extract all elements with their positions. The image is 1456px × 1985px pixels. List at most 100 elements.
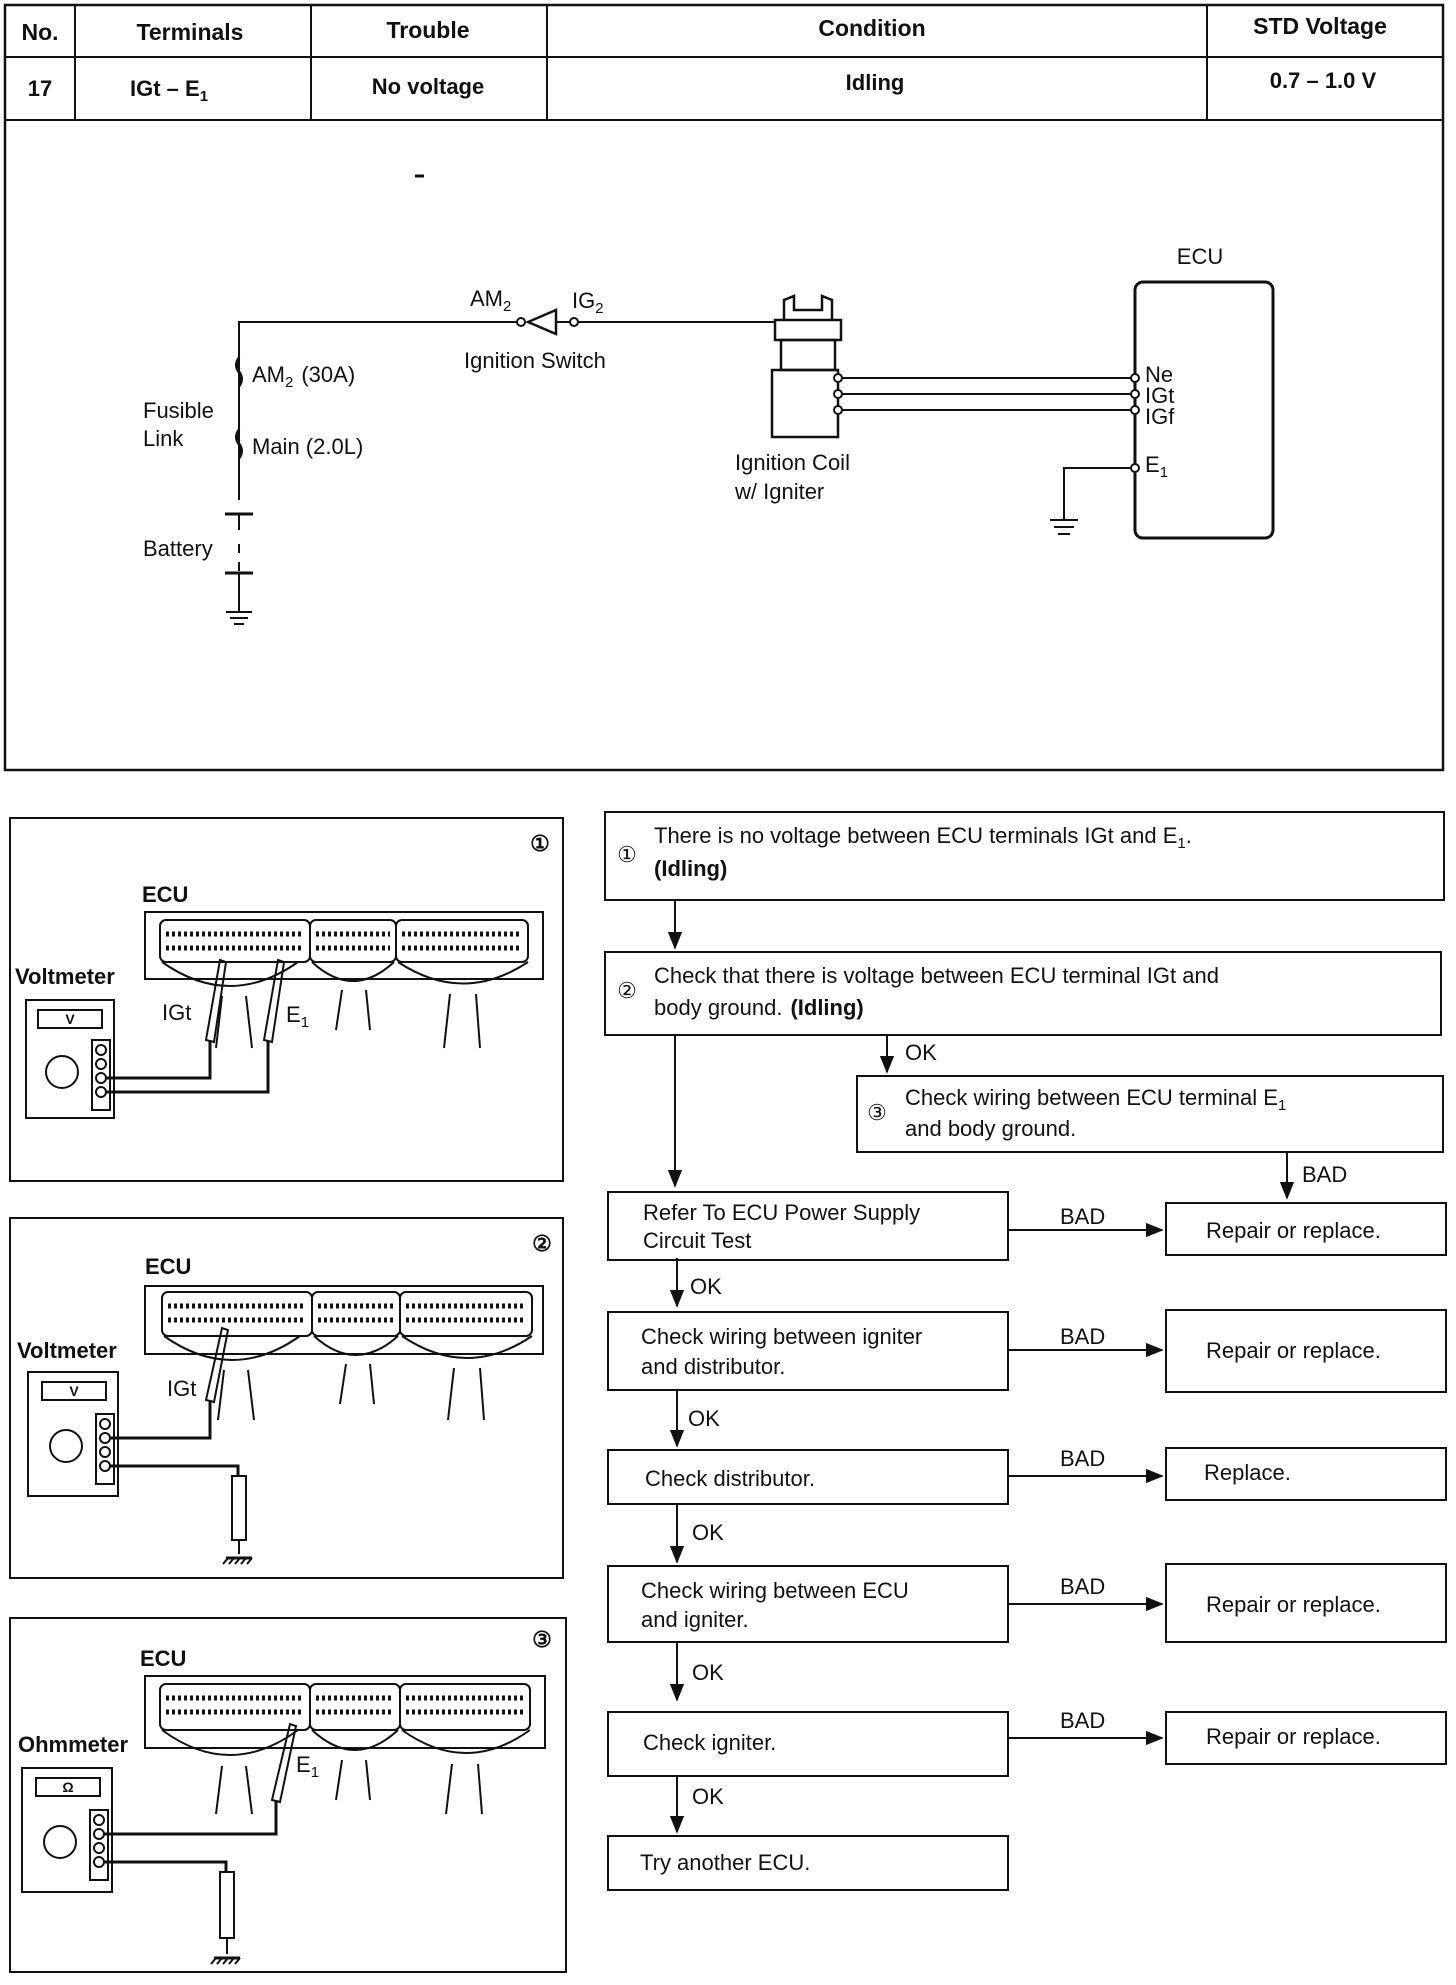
- bad-label-ecu-igniter: BAD: [1060, 1574, 1105, 1599]
- flow-step-3: ③ Check wiring between ECU terminal E1 a…: [856, 1075, 1444, 1153]
- ok-label-distributor: OK: [692, 1520, 724, 1545]
- result-3-text: Replace.: [1204, 1460, 1291, 1485]
- fusible-link-label: Fusible: [143, 398, 214, 423]
- result-box-1: Repair or replace.: [1165, 1202, 1447, 1256]
- ignition-coil-label: Ignition Coil: [735, 450, 850, 475]
- result-5-text: Repair or replace.: [1206, 1724, 1381, 1749]
- result-box-2: Repair or replace.: [1165, 1309, 1447, 1393]
- panel-1-ecu-connector: [144, 911, 544, 1049]
- flow-step-1-number: ①: [617, 842, 637, 867]
- result-4-text: Repair or replace.: [1206, 1592, 1381, 1617]
- panel-3-meter-symbol: Ω: [62, 1779, 73, 1795]
- header-no: No.: [21, 19, 58, 45]
- flow-ecu-igniter-text-2: and igniter.: [641, 1607, 749, 1632]
- ok-label-igniter-dist: OK: [688, 1406, 720, 1431]
- bad-label-igniter-dist: BAD: [1060, 1324, 1105, 1349]
- flow-step-1: ① There is no voltage between ECU termin…: [604, 811, 1445, 901]
- panel-1-meter-symbol: V: [65, 1011, 75, 1027]
- header-terminals: Terminals: [137, 19, 244, 45]
- ig2-terminal-label: IG2: [572, 288, 604, 317]
- panel-2-meter-label: Voltmeter: [17, 1338, 117, 1363]
- panel-1-meter-label: Voltmeter: [15, 964, 115, 989]
- panel-2: ② ECU Voltmeter: [9, 1217, 564, 1579]
- flow-check-distributor: Check distributor.: [607, 1449, 1009, 1505]
- flow-try-another-ecu: Try another ECU.: [607, 1835, 1009, 1891]
- bad-label-igniter: BAD: [1060, 1708, 1105, 1733]
- flow-step-3-text-2: and body ground.: [905, 1116, 1076, 1141]
- panel-2-ecu-label: ECU: [145, 1254, 191, 1279]
- panel-1: ① ECU Voltmeter: [9, 817, 564, 1182]
- result-2-text: Repair or replace.: [1206, 1338, 1381, 1363]
- cell-condition: Idling: [846, 70, 905, 95]
- header-std-voltage: STD Voltage: [1253, 13, 1387, 39]
- panel-1-ecu-label: ECU: [142, 882, 188, 907]
- panel-1-voltmeter: [25, 958, 286, 1119]
- fuse-am2-label: AM2(30A): [252, 362, 355, 391]
- flow-try-ecu-text: Try another ECU.: [640, 1850, 810, 1875]
- ok-label-igniter: OK: [692, 1784, 724, 1809]
- panel-3: ③ ECU Ohmmeter: [9, 1617, 567, 1973]
- flowchart-connectors: [667, 900, 1295, 1834]
- bad-label-refer: BAD: [1060, 1204, 1105, 1229]
- flow-igniter-text: Check igniter.: [643, 1730, 776, 1755]
- panel-2-number: ②: [532, 1231, 552, 1256]
- bad-label-step3: BAD: [1302, 1162, 1347, 1187]
- flow-refer-text-2: Circuit Test: [643, 1228, 751, 1253]
- panel-2-meter-symbol: V: [69, 1383, 79, 1399]
- panel-2-voltmeter: [27, 1326, 253, 1565]
- terminal-e1-label: E1: [1145, 452, 1168, 481]
- result-box-5: Repair or replace.: [1165, 1711, 1447, 1765]
- header-condition: Condition: [818, 15, 925, 41]
- terminal-igt-label: IGt: [1145, 383, 1174, 408]
- bad-label-distributor: BAD: [1060, 1446, 1105, 1471]
- panel-3-ohmmeter: [21, 1722, 298, 1965]
- panel-1-probe-igt-label: IGt: [162, 1000, 191, 1025]
- panel-3-ecu-label: ECU: [140, 1646, 186, 1671]
- cell-no: 17: [28, 76, 52, 101]
- cell-trouble: No voltage: [372, 74, 484, 99]
- panel-2-probe-igt-label: IGt: [167, 1376, 196, 1401]
- flow-refer-power-supply: Refer To ECU Power Supply Circuit Test: [607, 1191, 1009, 1261]
- flow-step-2-text: Check that there is voltage between ECU …: [654, 963, 1219, 988]
- header-trouble: Trouble: [386, 17, 469, 43]
- circuit-diagram: [225, 174, 1275, 625]
- panel-3-number: ③: [532, 1627, 552, 1652]
- result-1-text: Repair or replace.: [1206, 1218, 1381, 1243]
- ok-label-ecu-igniter: OK: [692, 1660, 724, 1685]
- flow-check-igniter-distributor: Check wiring between igniter and distrib…: [607, 1311, 1009, 1391]
- result-box-3: Replace.: [1165, 1447, 1447, 1501]
- flow-refer-text: Refer To ECU Power Supply: [643, 1200, 920, 1225]
- panel-3-ecu-connector: [144, 1675, 546, 1815]
- am2-terminal-label: AM2: [470, 286, 511, 315]
- flow-igniter-dist-text-2: and distributor.: [641, 1354, 785, 1379]
- terminal-igf-label: IGf: [1145, 404, 1175, 429]
- circuit-labels: ECU AM2 IG2 Ignition Switch Fusible Link…: [143, 244, 1223, 561]
- battery-label: Battery: [143, 536, 213, 561]
- ok-label-refer: OK: [690, 1274, 722, 1299]
- result-box-4: Repair or replace.: [1165, 1563, 1447, 1643]
- ignition-coil-label-2: w/ Igniter: [734, 479, 824, 504]
- panel-1-probe-e1-label: E1: [286, 1002, 309, 1031]
- fusible-link-label-2: Link: [143, 426, 184, 451]
- terminal-ne-label: Ne: [1145, 362, 1173, 387]
- flow-step-1-condition: (Idling): [654, 856, 727, 881]
- flow-step-3-number: ③: [867, 1100, 887, 1125]
- panel-3-meter-label: Ohmmeter: [18, 1732, 128, 1757]
- flow-step-1-text: There is no voltage between ECU terminal…: [654, 823, 1192, 852]
- flow-ecu-igniter-text: Check wiring between ECU: [641, 1578, 909, 1603]
- panel-2-ecu-connector: [144, 1285, 544, 1421]
- cell-std-voltage: 0.7 – 1.0 V: [1270, 68, 1377, 93]
- flow-check-ecu-igniter: Check wiring between ECU and igniter.: [607, 1565, 1009, 1643]
- panel-1-number: ①: [530, 831, 550, 856]
- cell-terminals: IGt – E1: [130, 76, 208, 105]
- flow-step-2: ② Check that there is voltage between EC…: [604, 951, 1442, 1036]
- ok-label-step2: OK: [905, 1040, 937, 1065]
- flow-step-2-number: ②: [617, 978, 637, 1003]
- panel-3-probe-e1-label: E1: [296, 1752, 319, 1781]
- flow-igniter-dist-text: Check wiring between igniter: [641, 1324, 922, 1349]
- flow-check-igniter: Check igniter.: [607, 1711, 1009, 1777]
- ecu-label: ECU: [1177, 244, 1223, 269]
- spec-table: No. Terminals Trouble Condition STD Volt…: [3, 3, 1445, 772]
- flow-distributor-text: Check distributor.: [645, 1466, 815, 1491]
